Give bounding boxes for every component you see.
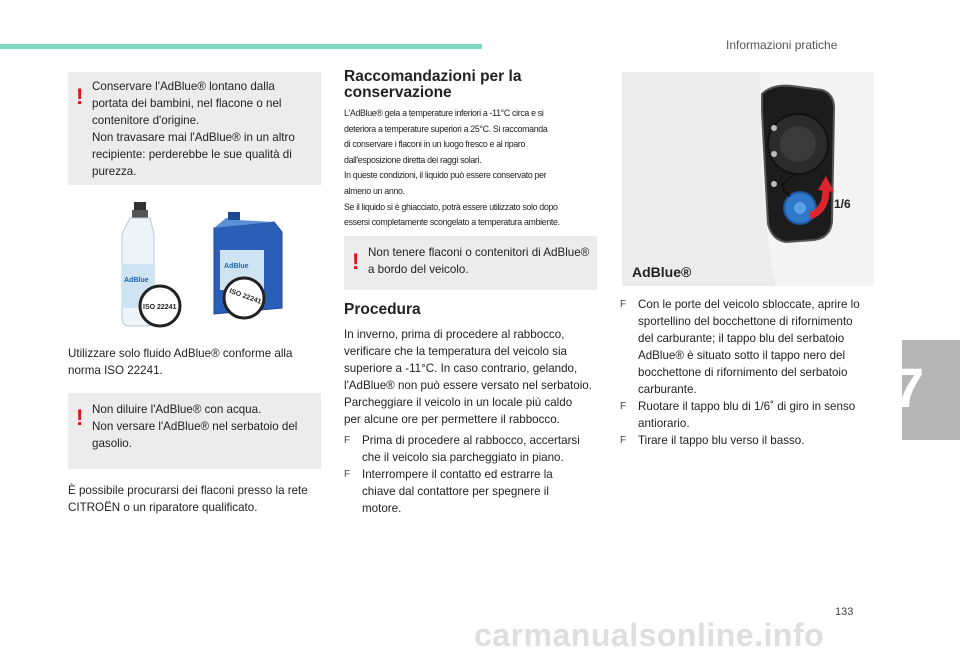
text-line: l'AdBlue® non può essere versato nel ser… [344,379,592,392]
warning-line: Non versare l'AdBlue® nel serbatoio del [92,420,298,433]
warning-box-vehicle: ! Non tenere flaconi o contenitori di Ad… [344,236,597,290]
image-caption: AdBlue® [632,264,692,280]
warning-box-storage: ! Conservare l'AdBlue® lontano dalla por… [68,72,321,185]
warning-line: Non diluire l'AdBlue® con acqua. [92,403,262,416]
warning-line: portata dei bambini, nel flacone o nel [92,97,282,110]
text-line: verificare che la temperatura del veicol… [344,345,567,358]
warning-text: Non diluire l'AdBlue® con acqua. Non ver… [92,401,316,452]
bullet-icon: F [620,299,627,310]
bullet-icon: F [344,469,351,480]
list-item: F Interrompere il contatto ed estrarre l… [344,466,604,517]
list-item: F Con le porte del veicolo sbloccate, ap… [620,296,882,398]
text-line: antiorario. [638,417,690,430]
text-line: Utilizzare solo fluido AdBlue® conforme … [68,347,293,360]
bullet-icon: F [620,435,627,446]
text-line: bocchettone di rifornimento del serbatoi… [638,366,848,379]
warning-line: Non travasare mai l'AdBlue® in un altro [92,131,295,144]
fuel-cap-image: 1/6 AdBlue® [622,72,874,286]
text-line: carburante. [638,383,697,396]
list-item: F Prima di procedere al rabbocco, accert… [344,432,604,466]
text-line: Parcheggiare il veicolo in un locale più… [344,396,573,409]
warning-line: a bordo del veicolo. [368,263,469,276]
warning-icon: ! [76,84,84,109]
text-line: del carburante; il tappo blu del serbato… [638,332,845,345]
warning-box-dilution: ! Non diluire l'AdBlue® con acqua. Non v… [68,393,321,469]
bottle-brand: AdBlue [124,277,149,284]
text-line: È possibile procurarsi dei flaconi press… [68,484,308,497]
warning-line: Non tenere flaconi o contenitori di AdBl… [368,246,590,259]
warning-text: Non tenere flaconi o contenitori di AdBl… [368,244,592,278]
chapter-tab [902,340,960,440]
heading-line: Raccomandazioni per la [344,68,522,85]
text-line: superiore a -11°C. In caso contrario, ge… [344,362,578,375]
warning-text: Conservare l'AdBlue® lontano dalla porta… [92,78,316,180]
text-line: CITROËN o un riparatore qualificato. [68,501,258,514]
canister-brand: AdBlue [224,263,249,270]
procedure-heading: Procedura [344,301,421,318]
text-line: L'AdBlue® gela a temperature inferiori a… [344,107,544,118]
text-line: motore. [362,502,402,515]
text-line: In queste condizioni, il liquido può ess… [344,169,547,181]
bullet-icon: F [344,435,351,446]
warning-line: contenitore d'origine. [92,114,200,127]
text-line: Prima di procedere al rabbocco, accertar… [362,434,580,447]
list-item: F Tirare il tappo blu verso il basso. [620,432,882,449]
text-line: Tirare il tappo blu verso il basso. [638,434,805,447]
procedure-steps: F Prima di procedere al rabbocco, accert… [344,432,604,517]
warning-icon: ! [76,405,84,430]
watermark: carmanualsonline.info [474,617,825,653]
warning-line: recipiente: perderebbe le sue qualità di [92,148,292,161]
warning-icon: ! [352,249,360,274]
list-item: F Ruotare il tappo blu di 1/6˚ di giro i… [620,398,882,432]
adblue-containers-image: AdBlue AdBlue ISO 22241 ISO 22241 [110,198,306,332]
text-line: chiave dal contattore per spegnere il [362,485,549,498]
text-line: Se il liquido si è ghiacciato, potrà ess… [344,200,558,212]
section-title: Informazioni pratiche [726,38,838,52]
rotation-label: 1/6 [834,197,851,211]
text-line: In inverno, prima di procedere al rabboc… [344,328,565,341]
text-line: che il veicolo sia parcheggiato in piano… [362,451,564,464]
chapter-number: 7 [893,356,925,419]
text-line: essersi completamente scongelato a tempe… [344,216,560,228]
page-number: 133 [835,606,854,618]
text-line: AdBlue® è situato sotto il tappo nero de… [638,349,846,362]
iso-norm-paragraph: Utilizzare solo fluido AdBlue® conforme … [68,345,321,379]
procedure-paragraph: In inverno, prima di procedere al rabboc… [344,326,604,428]
text-line: Interrompere il contatto ed estrarre la [362,468,553,481]
refill-steps: F Con le porte del veicolo sbloccate, ap… [620,296,882,449]
text-line: per alcune ore per permettere il rabbocc… [344,413,560,426]
storage-heading: Raccomandazioni per la conservazione [344,69,521,101]
text-line: Con le porte del veicolo sbloccate, apri… [638,298,860,311]
text-line: dall'esposizione diretta dei raggi solar… [344,153,482,165]
text-line: almeno un anno. [344,184,405,196]
text-line: Ruotare il tappo blu di 1/6˚ di giro in … [638,400,856,413]
text-line: sportellino del bocchettone di rifornime… [638,315,853,328]
bullet-icon: F [620,401,627,412]
storage-paragraph: L'AdBlue® gela a temperature inferiori a… [344,105,607,230]
text-line: deteriora a temperature superiori a 25°C… [344,122,548,134]
warning-line: Conservare l'AdBlue® lontano dalla [92,80,275,93]
text-line: norma ISO 22241. [68,364,163,377]
text-line: di conservare i flaconi in un luogo fres… [344,138,526,150]
warning-line: gasolio. [92,437,132,450]
purchase-paragraph: È possibile procurarsi dei flaconi press… [68,482,323,516]
header-accent-bar [0,44,482,49]
warning-line: purezza. [92,165,137,178]
iso-label-bottle: ISO 22241 [143,304,177,311]
heading-line: conservazione [344,84,452,101]
